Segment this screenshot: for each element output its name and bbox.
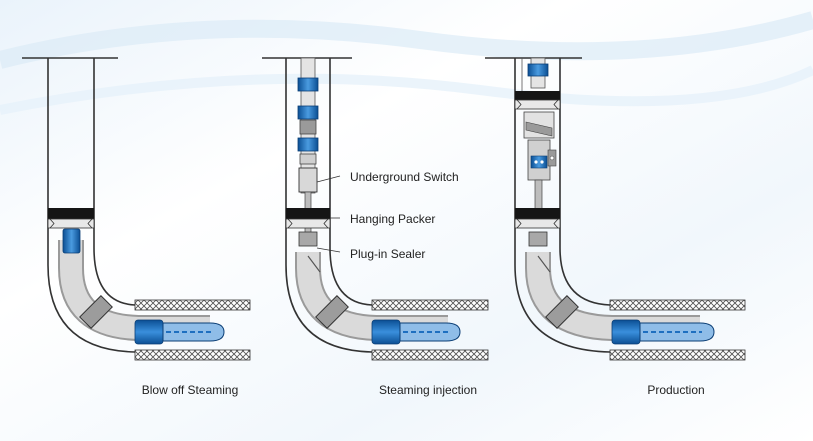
inner-casing: [559, 58, 745, 306]
packer: [48, 208, 94, 219]
callout-underground-switch: Underground Switch: [350, 170, 459, 184]
tubing-collar: [545, 295, 579, 329]
horizontal-casing-top: [371, 299, 489, 311]
upper-packer: [515, 91, 560, 100]
panel-steaming-injection: Underground Switch Hanging Packer Plug-i…: [262, 57, 489, 397]
packer-seal: [285, 218, 331, 229]
packer-seal: [514, 218, 561, 229]
outer-casing: [285, 58, 488, 353]
background-swoosh: [0, 11, 813, 69]
caption-production: Production: [647, 383, 704, 397]
tubing-collar: [79, 295, 113, 329]
panel-blow-off-steaming: Blow off Steaming: [22, 57, 251, 397]
underground-switch: [298, 167, 318, 193]
rod-coupler: [527, 63, 549, 77]
caption-steaming-injection: Steaming injection: [379, 383, 477, 397]
background-swoosh: [0, 65, 813, 115]
horizontal-casing-top: [134, 299, 251, 311]
plug-blue: [62, 228, 81, 254]
horizontal-casing-bottom: [371, 349, 489, 361]
horizontal-casing-bottom: [609, 349, 746, 361]
outer-casing: [47, 58, 250, 353]
tubing-collar: [315, 295, 349, 329]
horizontal-casing-bottom: [134, 349, 251, 361]
pump-head: [611, 319, 641, 345]
inner-casing: [93, 58, 250, 306]
horizontal-casing-top: [609, 299, 746, 311]
tubing-coupler: [297, 105, 319, 120]
packer-seal: [47, 218, 95, 229]
pump-head: [134, 319, 164, 345]
tubing-coupler: [297, 77, 319, 92]
outer-casing: [514, 58, 745, 353]
tubing-coupler: [297, 137, 319, 152]
plug-in-sealer: [298, 231, 318, 247]
hanging-packer: [286, 208, 330, 219]
plug-in-sealer: [528, 231, 548, 247]
callout-plug-in-sealer: Plug-in Sealer: [350, 247, 425, 261]
hanging-packer: [515, 208, 560, 219]
callout-hanging-packer: Hanging Packer: [350, 212, 435, 226]
pump-head: [371, 319, 401, 345]
caption-blow-off-steaming: Blow off Steaming: [142, 383, 239, 397]
panel-production: Production: [485, 57, 746, 397]
inner-casing: [329, 58, 488, 306]
